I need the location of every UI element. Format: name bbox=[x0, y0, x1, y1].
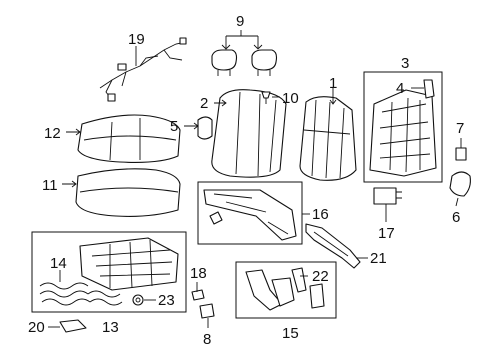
harness-bracket-set bbox=[235, 261, 337, 319]
nut bbox=[132, 294, 156, 306]
callout-19: 19 bbox=[128, 31, 145, 48]
seatback-cover bbox=[211, 89, 287, 178]
callout-17: 17 bbox=[378, 225, 395, 242]
callout-12: 12 bbox=[44, 125, 61, 142]
callout-4: 4 bbox=[396, 80, 404, 97]
callout-15: 15 bbox=[282, 325, 299, 342]
seat-cushion-pad bbox=[62, 168, 181, 217]
callout-5: 5 bbox=[170, 118, 178, 135]
callout-6: 6 bbox=[452, 209, 460, 226]
callout-13: 13 bbox=[102, 319, 119, 336]
headrests bbox=[211, 30, 278, 76]
callout-7: 7 bbox=[456, 120, 464, 137]
wiring-harness bbox=[99, 37, 187, 102]
seatback-pad bbox=[299, 88, 357, 181]
callout-22: 22 bbox=[312, 268, 329, 285]
callout-16: 16 bbox=[312, 206, 329, 223]
hinge-cover bbox=[184, 116, 213, 140]
callout-8: 8 bbox=[203, 331, 211, 348]
callout-14: 14 bbox=[50, 255, 67, 272]
side-cover bbox=[449, 171, 471, 207]
callout-labels: 1 2 3 4 5 6 7 8 9 10 11 12 13 14 15 16 1… bbox=[28, 13, 464, 348]
seatback-frame bbox=[363, 71, 443, 183]
clip bbox=[261, 91, 280, 104]
callout-21: 21 bbox=[370, 250, 387, 267]
switch bbox=[199, 303, 215, 328]
seat-bracket-assembly bbox=[197, 181, 310, 245]
seat-cushion-cover bbox=[66, 114, 181, 163]
callout-1: 1 bbox=[329, 75, 337, 92]
callout-18: 18 bbox=[190, 265, 207, 282]
seat-frame-assembly bbox=[31, 231, 187, 313]
retainer-clip bbox=[191, 282, 205, 301]
control-module bbox=[373, 187, 402, 222]
small-bracket bbox=[48, 319, 87, 333]
callout-20: 20 bbox=[28, 319, 45, 336]
latch-cover bbox=[455, 138, 467, 161]
callout-3: 3 bbox=[401, 55, 409, 72]
callout-10: 10 bbox=[282, 90, 299, 107]
callout-23: 23 bbox=[158, 292, 175, 309]
callout-9: 9 bbox=[236, 13, 244, 30]
callout-2: 2 bbox=[200, 95, 208, 112]
side-rail bbox=[305, 223, 368, 269]
callout-11: 11 bbox=[42, 177, 58, 194]
